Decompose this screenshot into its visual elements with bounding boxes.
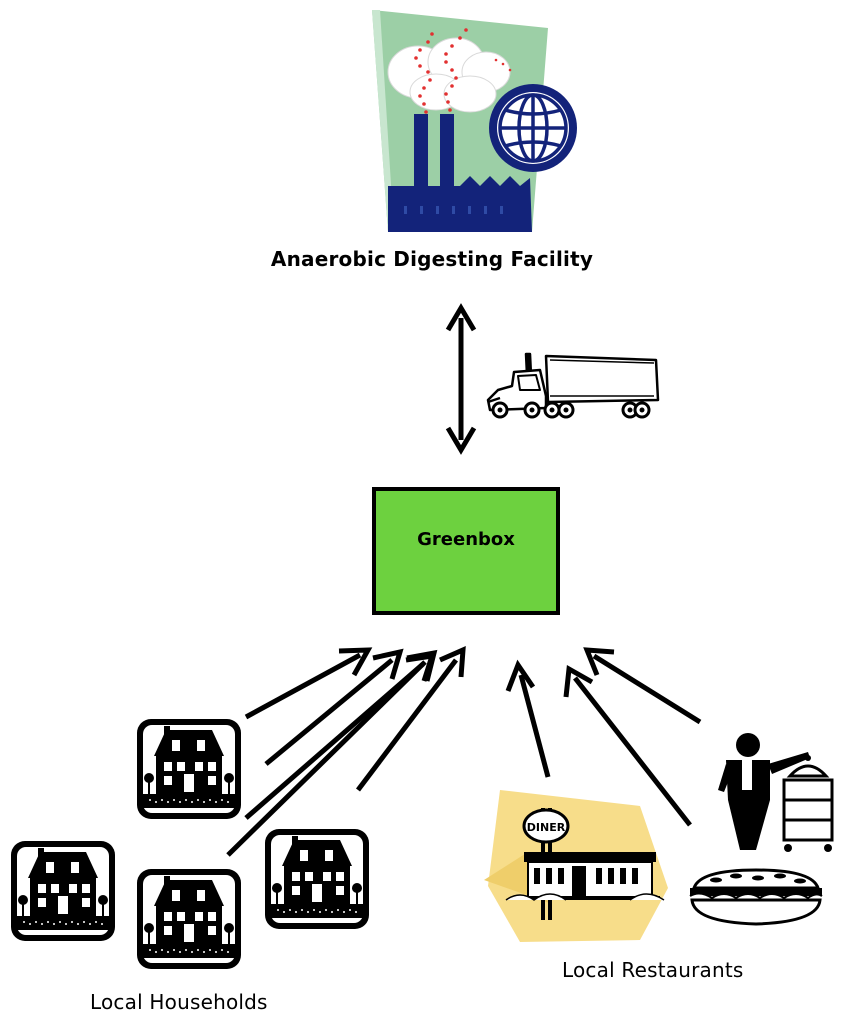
facility-greenbox-arrow <box>445 303 477 455</box>
truck-icon <box>486 352 660 419</box>
households-label: Local Households <box>90 990 268 1014</box>
house-icon <box>265 829 369 929</box>
restaurants-label: Local Restaurants <box>562 958 744 982</box>
facility-label: Anaerobic Digesting Facility <box>270 247 594 271</box>
greenbox-node: Greenbox <box>372 487 560 615</box>
household-arrow <box>264 648 404 766</box>
household-arrow <box>356 646 466 792</box>
house-icon <box>137 719 241 819</box>
household-arrow <box>244 652 436 820</box>
diner-icon: DINER <box>484 790 668 942</box>
household-arrow <box>244 647 373 720</box>
house-icon <box>11 841 115 941</box>
restaurant-arrow <box>563 664 692 827</box>
svg-text:DINER: DINER <box>527 821 566 834</box>
restaurant-arrow <box>583 647 702 725</box>
house-icon <box>137 869 241 969</box>
household-arrows <box>226 646 466 857</box>
greenbox-label: Greenbox <box>417 529 515 550</box>
globe-icon <box>489 84 577 172</box>
restaurant-arrows <box>505 647 702 827</box>
restaurant-arrow <box>505 659 551 778</box>
factory-globe-icon <box>372 10 577 232</box>
sandwich-icon <box>689 868 823 926</box>
waiter-icon <box>718 733 834 852</box>
smoke-dots <box>414 28 512 114</box>
